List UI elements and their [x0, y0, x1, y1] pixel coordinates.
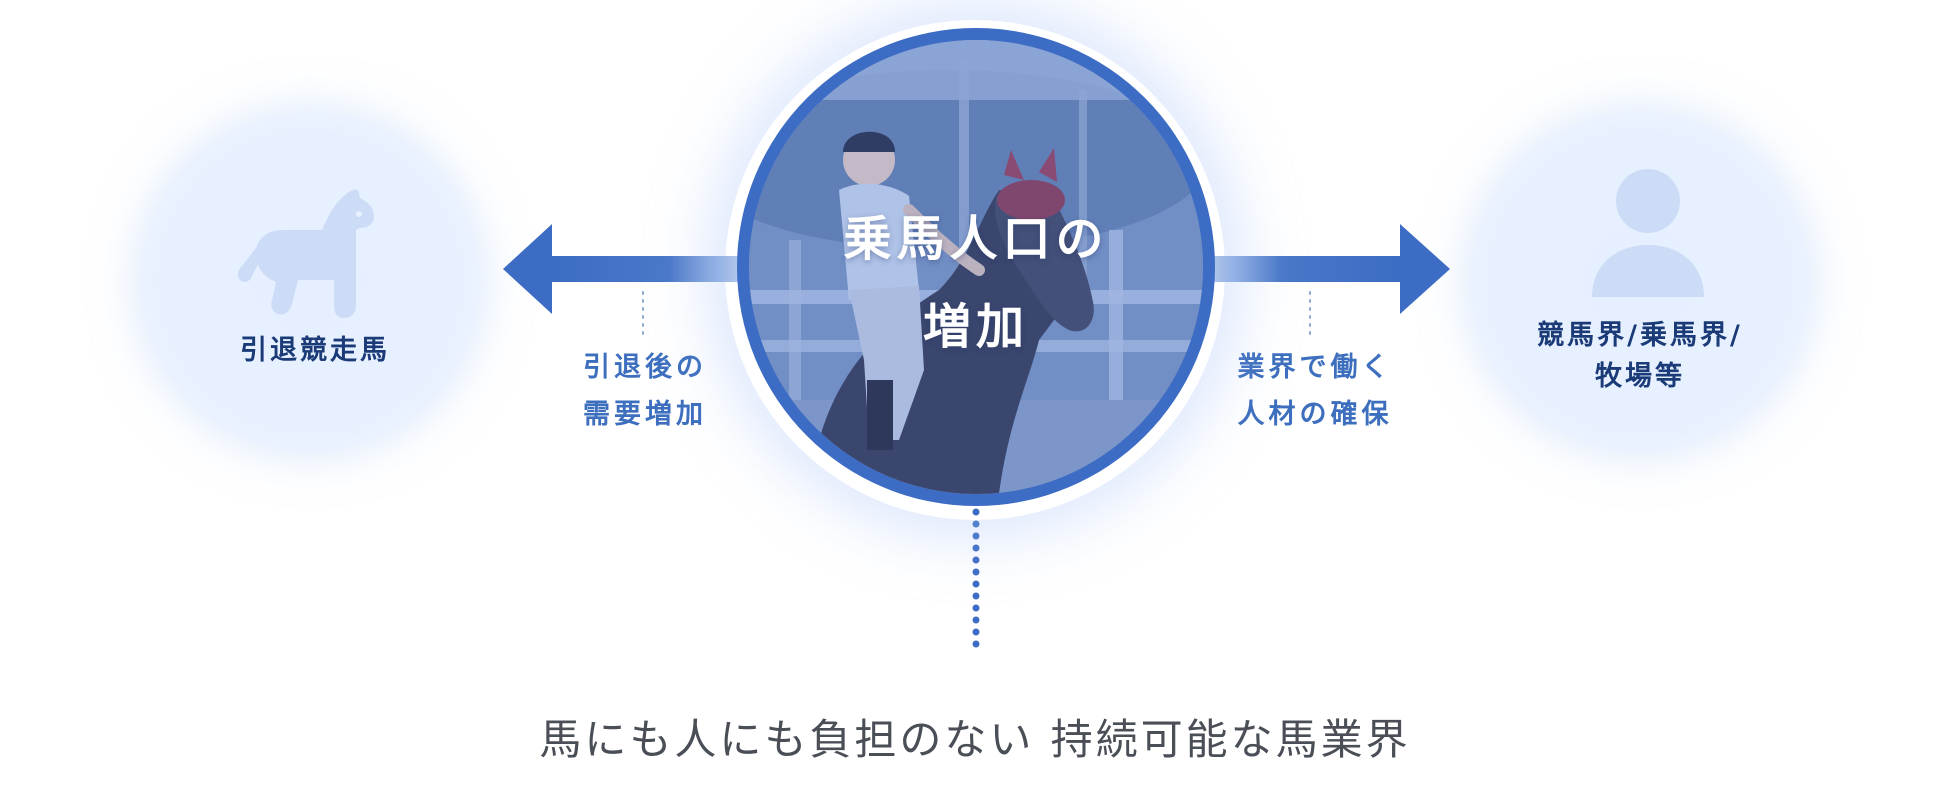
center-title: 乗馬人口の 増加 — [737, 195, 1215, 371]
center-title-line1: 乗馬人口の — [843, 211, 1109, 267]
person-icon — [1592, 169, 1704, 297]
left-node-label: 引退競走馬 — [240, 335, 390, 366]
left-arrow-label-line1: 引退後の — [583, 352, 707, 383]
left-arrow-label: 引退後の 需要増加 — [555, 344, 735, 438]
right-arrow-label-line1: 業界で働く — [1237, 352, 1393, 383]
right-node-label-line1: 競馬界/乗馬界/ — [1537, 320, 1743, 351]
horse-icon — [237, 189, 374, 318]
right-arrow-label-line2: 人材の確保 — [1237, 399, 1393, 430]
rider-photo-illustration — [749, 40, 1203, 494]
rider-photo — [749, 40, 1203, 494]
center-circle — [737, 28, 1215, 506]
right-arrow — [1200, 224, 1450, 314]
right-arrow-label: 業界で働く 人材の確保 — [1215, 344, 1415, 438]
right-node-label-line2: 牧場等 — [1595, 361, 1685, 392]
right-node-label: 競馬界/乗馬界/ 牧場等 — [1510, 315, 1770, 397]
left-node-circle — [140, 112, 480, 452]
footer-text: 馬にも人にも負担のない 持続可能な馬業界 — [539, 715, 1411, 764]
left-arrow — [503, 224, 750, 314]
left-arrow-label-line2: 需要増加 — [583, 399, 707, 430]
center-title-line2: 増加 — [922, 299, 1029, 355]
